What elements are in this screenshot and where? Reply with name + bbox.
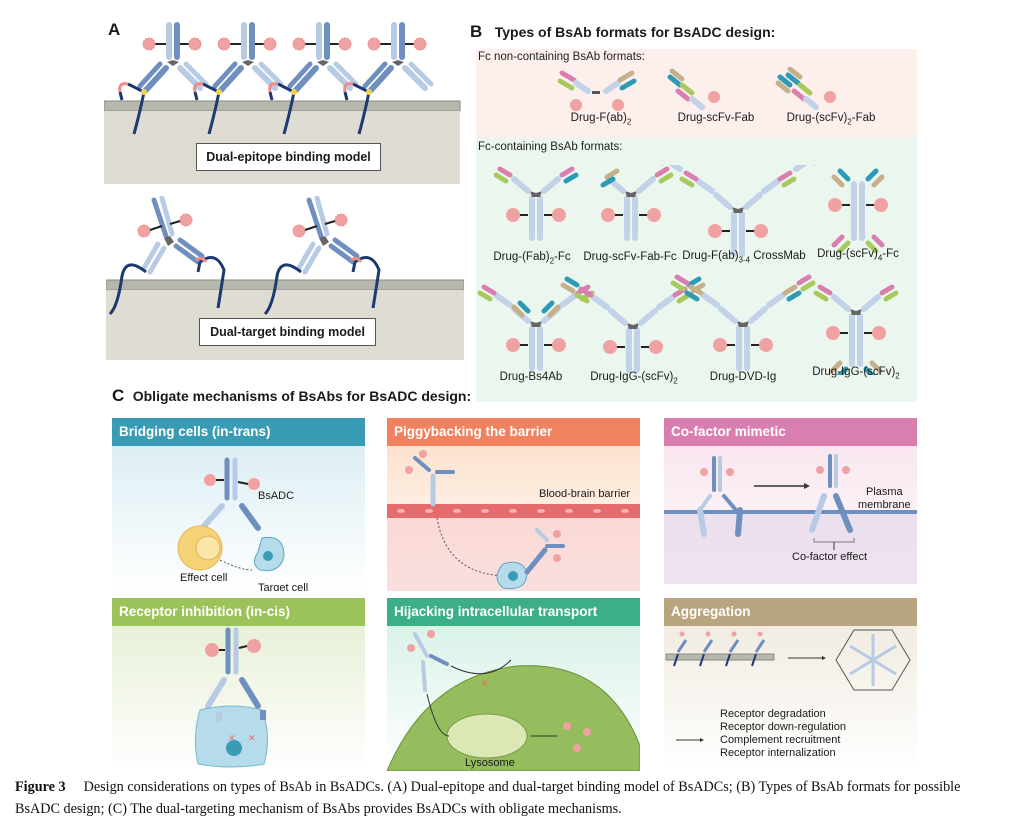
panel-a-letter: A — [108, 20, 121, 39]
effect-cell-label: Effect cell — [180, 572, 228, 584]
format-icon-igg-scfv2-c — [813, 284, 899, 375]
svg-text:✕: ✕ — [481, 678, 489, 688]
caption-text: Design considerations on types of BsAb i… — [15, 779, 961, 817]
plasma-label: Plasma — [866, 486, 903, 498]
aggregate-hexagon — [835, 629, 911, 691]
bsadc-label: BsADC — [258, 490, 295, 502]
mechanism-title: Piggybacking the barrier — [387, 418, 640, 446]
figure-label: Figure 3 — [15, 779, 66, 795]
mechanism-aggregation: Aggregation Receptor degradation Recepto… — [664, 598, 917, 771]
bridging-cells-illustration — [177, 457, 285, 572]
panel-c-header: C Obligate mechanisms of BsAbs for BsADC… — [112, 386, 471, 406]
format-icon-scfv-fab-fc — [601, 166, 674, 241]
blood-brain-barrier-illustration — [387, 450, 640, 591]
format-icon-scfv4-fc — [828, 168, 888, 254]
format-icon-fab2-fc — [493, 166, 579, 241]
antibody-icon — [108, 196, 226, 316]
format-label: Drug-Bs4Ab — [499, 371, 563, 383]
format-label: Drug-(scFv)2-Fab — [786, 112, 876, 127]
format-icon-dvd-ig — [670, 274, 816, 371]
panel-c-title: Obligate mechanisms of BsAbs for BsADC d… — [132, 388, 472, 404]
outcome-item: Receptor degradation — [720, 708, 826, 720]
format-label: Drug-scFv-Fab — [677, 112, 755, 124]
format-label: Drug-DVD-Ig — [709, 371, 777, 383]
fc-non-containing-section: Fc non-containing BsAb formats: — [476, 49, 917, 137]
format-icon-igg-scfv2 — [560, 276, 706, 373]
outcome-item: Complement recruitment — [720, 734, 841, 746]
mechanism-bridging-cells: Bridging cells (in-trans) BsADC Effect c… — [112, 418, 365, 591]
mechanism-hijacking-transport: Hijacking intracellular transport ✕ Lyso… — [387, 598, 640, 771]
mechanism-cofactor-mimetic: Co-factor mimetic Plasma membrane Co-fac… — [664, 418, 917, 591]
fc-containing-section: Fc-containing BsAb formats: — [476, 137, 917, 402]
blood-brain-barrier-label: Blood-brain barrier — [539, 488, 631, 500]
outcome-item: Receptor down-regulation — [720, 721, 846, 733]
cell-membrane-surface — [104, 100, 461, 112]
fc-non-containing-icons — [557, 67, 836, 111]
panel-b-title: Types of BsAb formats for BsADC design: — [494, 24, 776, 40]
fc-containing-icons — [477, 165, 899, 375]
fc-non-containing-heading: Fc non-containing BsAb formats: — [478, 51, 645, 63]
format-icon-fab2 — [557, 70, 637, 111]
mechanism-title: Aggregation — [664, 598, 917, 626]
cell-membrane-surface — [106, 279, 464, 291]
format-label: Drug-(scFv)4-Fc — [817, 248, 899, 263]
antibody-icon — [118, 22, 209, 135]
format-icon-scfv2-fab — [775, 67, 836, 110]
svg-text:✕: ✕ — [248, 733, 256, 743]
outcome-item: Receptor internalization — [720, 747, 836, 759]
plasma-membrane — [664, 510, 917, 514]
panel-c-letter: C — [112, 386, 125, 405]
aggregation-illustration — [665, 629, 911, 742]
dual-target-label: Dual-target binding model — [199, 318, 376, 346]
panel-b-letter: B — [470, 22, 483, 41]
mechanism-title: Receptor inhibition (in-cis) — [112, 598, 365, 626]
target-cell-label: Target cell — [258, 582, 309, 591]
lysosome-label: Lysosome — [465, 757, 515, 769]
mechanism-receptor-inhibition: Receptor inhibition (in-cis) ✕✕ — [112, 598, 365, 771]
panel-b-header: B Types of BsAb formats for BsADC design… — [470, 22, 775, 42]
format-label: Drug-IgG-(scFv)2 — [590, 371, 678, 386]
receptor-inhibition-illustration: ✕✕ — [194, 627, 268, 768]
svg-text:✕: ✕ — [228, 733, 236, 743]
format-label: Drug-(Fab)2-Fc — [493, 251, 571, 266]
format-label: Drug-F(ab)2 — [570, 112, 632, 127]
format-label: Drug-IgG-(scFv)2 — [812, 366, 900, 381]
mechanism-title: Bridging cells (in-trans) — [112, 418, 365, 446]
cofactor-illustration — [664, 454, 917, 584]
mechanism-title: Hijacking intracellular transport — [387, 598, 640, 626]
format-icon-bs4ab — [477, 284, 595, 371]
fc-containing-heading: Fc-containing BsAb formats: — [478, 141, 623, 153]
membrane-strip — [665, 653, 775, 661]
dual-epitope-label: Dual-epitope binding model — [196, 143, 381, 171]
format-icon-fab34-crossmab — [660, 165, 816, 257]
format-label: Drug-F(ab)3-4 CrossMab — [682, 250, 806, 265]
intracellular-transport-illustration: ✕ — [387, 630, 640, 771]
aggregation-outcomes: Receptor degradation Receptor down-regul… — [720, 708, 846, 760]
cofactor-effect-label: Co-factor effect — [792, 551, 867, 563]
format-icon-scfv-fab — [667, 68, 720, 110]
mechanism-piggybacking-barrier: Piggybacking the barrier Blood-brain bar… — [387, 418, 640, 591]
format-label: Drug-scFv-Fab-Fc — [583, 251, 677, 263]
mechanism-title: Co-factor mimetic — [664, 418, 917, 446]
membrane-label: membrane — [858, 499, 911, 511]
lysosome — [446, 713, 528, 759]
